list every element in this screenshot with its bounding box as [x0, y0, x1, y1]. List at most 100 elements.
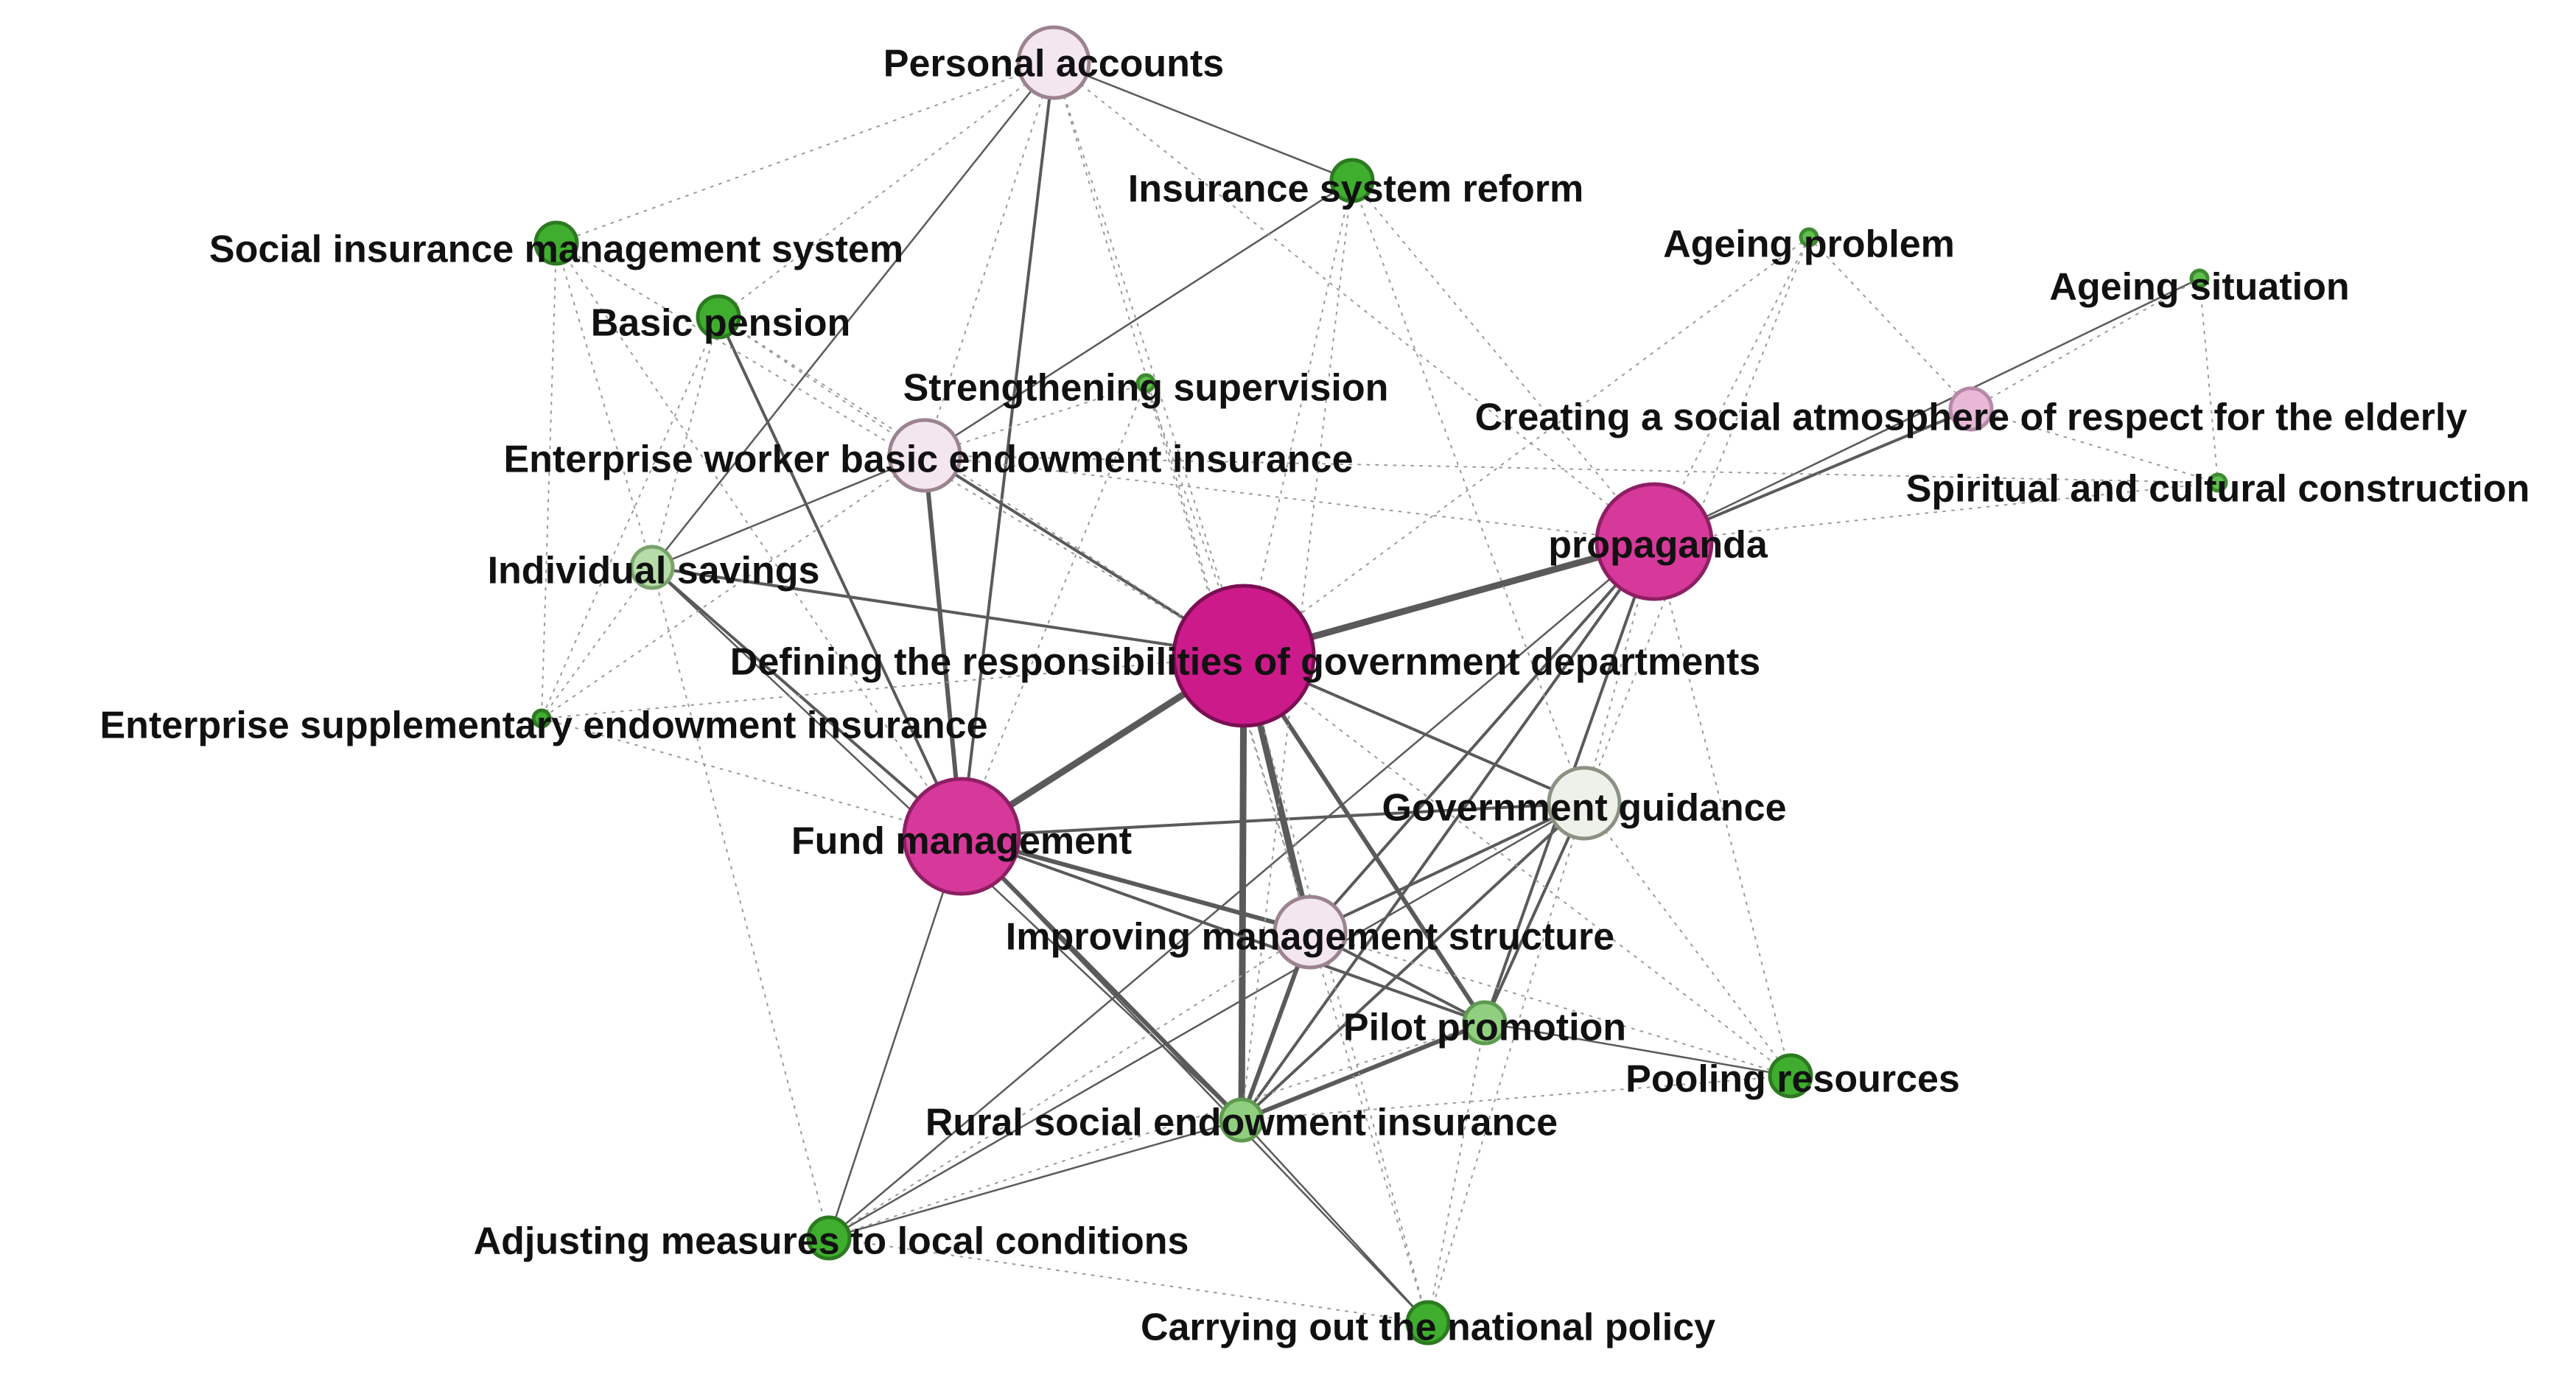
node-label-n9: Enterprise worker basic endowment insura… [503, 438, 1353, 481]
edge-n18-n21 [828, 1022, 1485, 1239]
edge-n18-n22 [1427, 1022, 1485, 1323]
edge-n11-n20 [1240, 540, 1656, 1122]
node-label-n3: Social insurance management system [209, 228, 903, 271]
node-n19[interactable] [1768, 1053, 1813, 1099]
edge-n5-n8 [1970, 278, 2200, 410]
edge-n17-n15 [1309, 802, 1586, 934]
edge-n2-n11 [1351, 180, 1655, 542]
edge-n16-n12 [651, 566, 963, 838]
node-n1[interactable] [1016, 25, 1091, 100]
edge-n15-n22 [1427, 802, 1585, 1323]
edge-n3-n14 [541, 242, 557, 719]
edge-n21-n22 [828, 1237, 1429, 1323]
edge-n12-n21 [651, 567, 830, 1239]
edge-n3-n13 [556, 242, 1245, 657]
edge-n19-n13 [1243, 655, 1791, 1077]
node-n9[interactable] [887, 418, 962, 493]
node-n18[interactable] [1462, 1000, 1508, 1046]
node-n16[interactable] [902, 777, 1021, 896]
edge-n16-n21 [827, 835, 963, 1239]
node-label-n7: Strengthening supervision [903, 367, 1389, 410]
node-label-n18: Pilot promotion [1343, 1007, 1626, 1049]
node-n14[interactable] [531, 708, 552, 729]
edge-n15-n21 [827, 802, 1586, 1239]
edge-n11-n5 [1653, 277, 2201, 543]
edge-n8-n10 [1970, 408, 2219, 483]
edge-n20-n15 [1240, 802, 1586, 1122]
edge-n4-n8 [1808, 237, 1972, 410]
edge-n1-n12 [651, 61, 1055, 569]
node-n12[interactable] [629, 545, 675, 590]
node-label-n16: Fund management [791, 820, 1132, 863]
node-n2[interactable] [1329, 158, 1375, 203]
node-n10[interactable] [2208, 472, 2228, 493]
edge-n1-n2 [1052, 61, 1354, 182]
edge-n6-n14 [541, 316, 719, 719]
edge-n1-n17 [1053, 62, 1311, 933]
edge-n6-n13 [718, 316, 1245, 657]
node-label-n15: Government guidance [1382, 787, 1787, 830]
edge-n2-n13 [1243, 180, 1353, 657]
edge-n5-n10 [2199, 278, 2219, 483]
edge-n13-n18 [1242, 654, 1487, 1025]
node-label-n22: Carrying out the national policy [1141, 1306, 1715, 1349]
node-n8[interactable] [1948, 386, 1994, 432]
node-n4[interactable] [1799, 227, 1819, 248]
edge-n15-n19 [1583, 802, 1791, 1077]
edge-n18-n19 [1483, 1021, 1792, 1077]
node-n5[interactable] [2189, 268, 2210, 289]
node-n21[interactable] [806, 1215, 852, 1261]
node-n15[interactable] [1547, 766, 1622, 841]
edge-n7-n16 [961, 382, 1147, 837]
edge-n4-n13 [1243, 237, 1810, 657]
node-n20[interactable] [1219, 1097, 1264, 1143]
edge-n16-n6 [717, 315, 963, 838]
node-n3[interactable] [533, 220, 579, 266]
node-n22[interactable] [1405, 1300, 1451, 1346]
edge-n9-n12 [651, 454, 926, 569]
node-label-n14: Enterprise supplementary endowment insur… [100, 704, 988, 747]
edge-n16-n1 [960, 61, 1055, 838]
edge-n3-n12 [556, 242, 653, 568]
edge-n17-n22 [1309, 931, 1429, 1323]
edge-n9-n11 [924, 455, 1655, 542]
edge-n22-n13 [1243, 655, 1429, 1323]
node-label-n20: Rural social endowment insurance [925, 1102, 1558, 1144]
edge-n11-n21 [827, 540, 1656, 1239]
edge-n9-n2 [923, 179, 1354, 457]
node-n13[interactable] [1172, 584, 1316, 728]
edge-n20-n22 [1240, 1119, 1429, 1324]
edge-n2-n15 [1351, 180, 1585, 804]
node-label-n1: Personal accounts [883, 43, 1224, 85]
node-label-n12: Individual savings [488, 550, 820, 592]
edge-n16-n20 [959, 834, 1244, 1122]
edge-n11-n17 [1309, 540, 1656, 934]
edge-n2-n20 [1241, 180, 1353, 1121]
edge-n16-n15 [960, 802, 1586, 838]
node-n7[interactable] [1135, 373, 1156, 393]
node-label-n5: Ageing situation [2049, 266, 2349, 309]
edge-n7-n9 [924, 382, 1147, 456]
node-n6[interactable] [696, 294, 741, 340]
node-label-n4: Ageing problem [1663, 223, 1955, 266]
node-label-n8: Creating a social atmosphere of respect … [1475, 396, 2468, 439]
edge-n16-n17 [959, 834, 1312, 934]
edge-n16-n9 [923, 453, 964, 839]
edge-n19-n20 [1241, 1075, 1791, 1121]
edge-n16-n18 [960, 835, 1486, 1024]
edge-n20-n18 [1239, 1021, 1487, 1122]
node-label-n17: Improving management structure [1006, 916, 1614, 959]
edge-n1-n9 [924, 62, 1054, 456]
node-label-n11: propaganda [1548, 524, 1768, 567]
node-n11[interactable] [1595, 482, 1714, 601]
edge-n9-n14 [541, 455, 925, 719]
edge-n20-n21 [827, 1119, 1243, 1239]
edge-n10-n9 [924, 455, 2219, 483]
node-label-n10: Spiritual and cultural construction [1906, 468, 2530, 511]
edge-n13-n12 [651, 566, 1245, 657]
node-n17[interactable] [1273, 895, 1348, 970]
node-label-n13: Defining the responsibilities of governm… [730, 641, 1760, 684]
edge-n19-n11 [1653, 541, 1791, 1077]
